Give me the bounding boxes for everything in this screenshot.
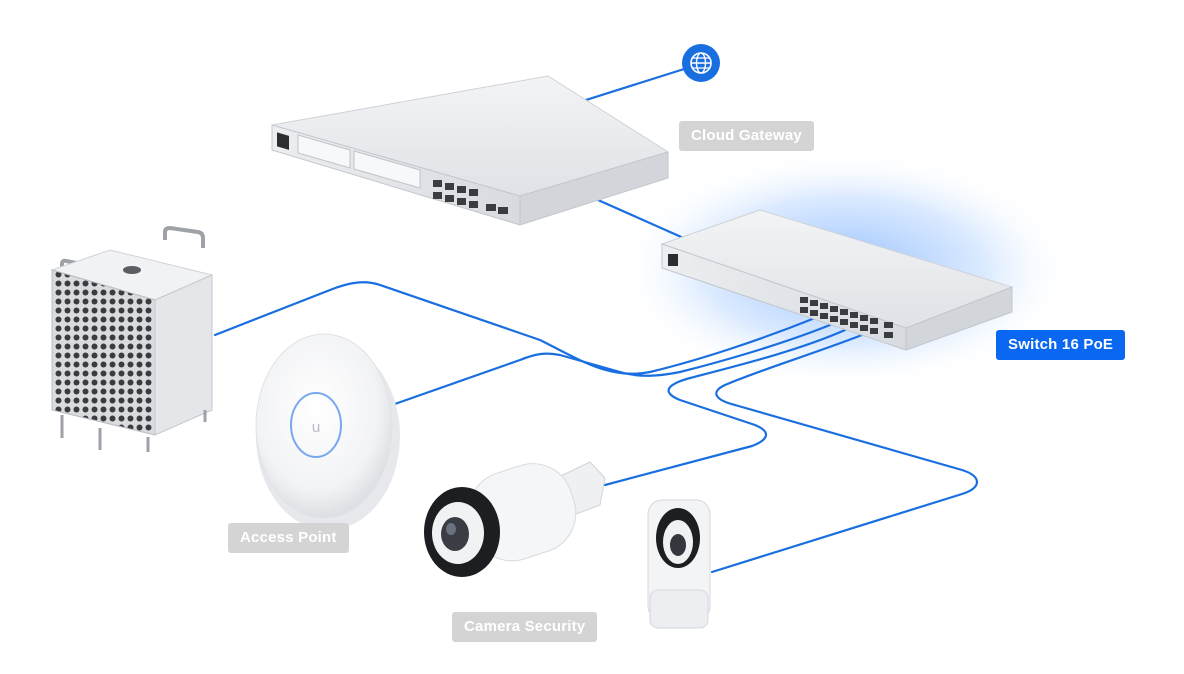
- cable-gateway-to-switch: [596, 198, 690, 242]
- globe-icon: [682, 44, 720, 82]
- access-point-device: u: [255, 333, 400, 530]
- svg-text:u: u: [312, 420, 321, 436]
- access-point-label: Access Point: [228, 523, 349, 553]
- cable-switch-to-dome-cam: [710, 333, 979, 574]
- cloud-gateway-label: Cloud Gateway: [679, 121, 814, 151]
- flex-camera-device: [647, 499, 711, 629]
- camera-security-label: Camera Security: [452, 612, 598, 642]
- switch-16-poe-device: [660, 209, 1014, 351]
- server-tower-device: [50, 225, 214, 452]
- switch-16-poe-label: Switch 16 PoE: [996, 330, 1126, 360]
- cable-switch-to-ap: [390, 323, 832, 407]
- switch-ports: [800, 297, 893, 338]
- bullet-camera-device: [424, 461, 606, 577]
- cables: [213, 62, 979, 574]
- gateway-ports: [433, 180, 508, 214]
- cable-switch-to-server: [213, 281, 817, 375]
- cable-switch-to-bullet-cam: [603, 328, 847, 487]
- cloud-gateway-device: [271, 75, 670, 226]
